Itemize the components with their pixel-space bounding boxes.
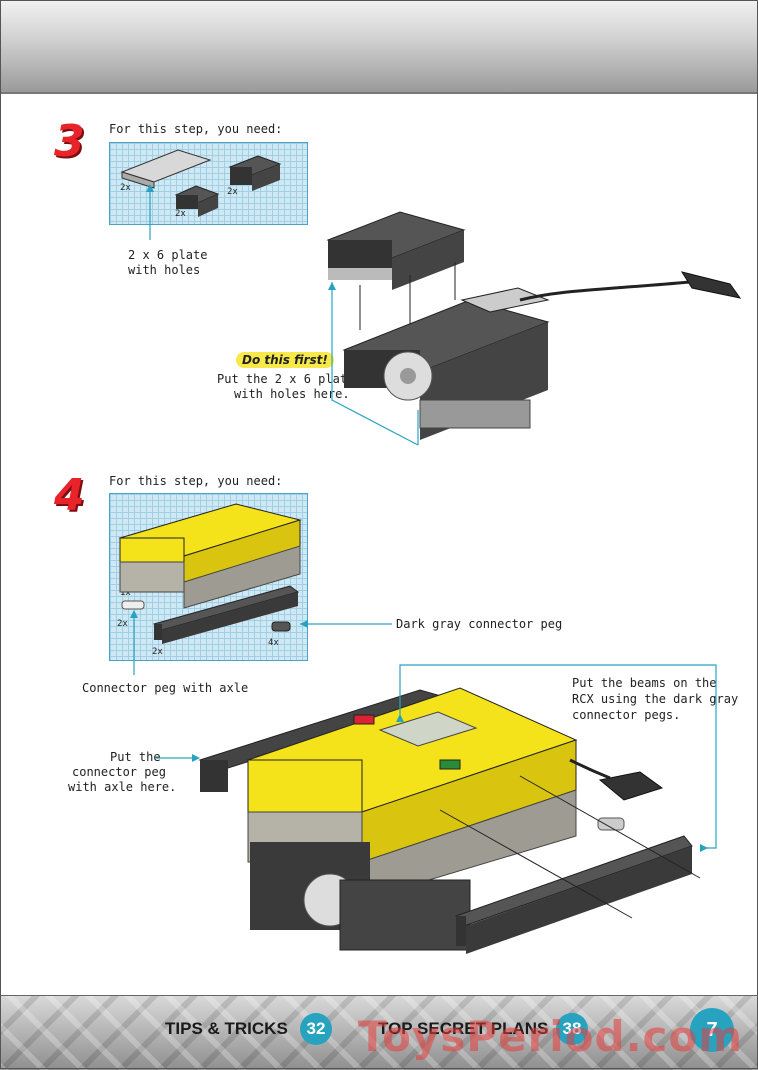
do-this-first-badge: Do this first!: [236, 352, 334, 368]
part-count: 2x: [117, 619, 128, 629]
page-number: 7: [690, 1008, 734, 1052]
peg-axle-icon: [121, 600, 145, 610]
part-count: 2x: [120, 183, 131, 193]
beams-line-3: connector pegs.: [572, 708, 681, 722]
step-4-model: [156, 664, 717, 954]
tip-line-1: Put the 2 x 6 plate: [217, 372, 355, 386]
watermark: ToysPeriod.com: [358, 1012, 744, 1061]
step-3-number: 3: [54, 116, 85, 167]
secret-plans-label: TOP SECRET PLANS: [378, 1019, 549, 1038]
beams-line-1: Put the beams on the: [572, 676, 717, 690]
put-line-1: Put the: [110, 750, 161, 764]
part-count: 1x: [120, 588, 131, 598]
plate-2x6-icon: [120, 149, 212, 189]
tips-tricks-label: TIPS & TRICKS: [165, 1019, 288, 1038]
tips-page-badge: 32: [300, 1013, 332, 1045]
beam-icon: [152, 585, 300, 644]
page-footer: [0, 995, 758, 1070]
brick-2x4-icon: [228, 155, 282, 191]
tip-line-2: with holes here.: [234, 387, 350, 401]
page-header: [0, 0, 758, 94]
step-3-need-label: For this step, you need:: [109, 122, 283, 136]
part-count: 2x: [152, 647, 163, 657]
peg-with-axle-label: Connector peg with axle: [82, 681, 249, 695]
step-4-number: 4: [54, 470, 85, 521]
part-count: 2x: [227, 187, 238, 197]
secret-page-badge: 38: [556, 1013, 588, 1045]
brick-2x2-icon: [174, 185, 220, 217]
put-line-3: with axle here.: [68, 780, 177, 794]
part-count: 2x: [175, 209, 186, 219]
put-line-2: connector peg: [72, 765, 166, 779]
rcx-icon: [118, 503, 302, 609]
plate-label-line-1: 2 x 6 plate: [128, 248, 208, 262]
beams-line-2: RCX using the dark gray: [572, 692, 739, 706]
step-4-need-label: For this step, you need:: [109, 474, 283, 488]
dark-peg-label: Dark gray connector peg: [396, 617, 563, 631]
step-3-model: [326, 211, 742, 446]
part-count: 4x: [268, 638, 279, 648]
dark-peg-icon: [271, 621, 291, 632]
plate-label-line-2: with holes: [128, 263, 201, 277]
